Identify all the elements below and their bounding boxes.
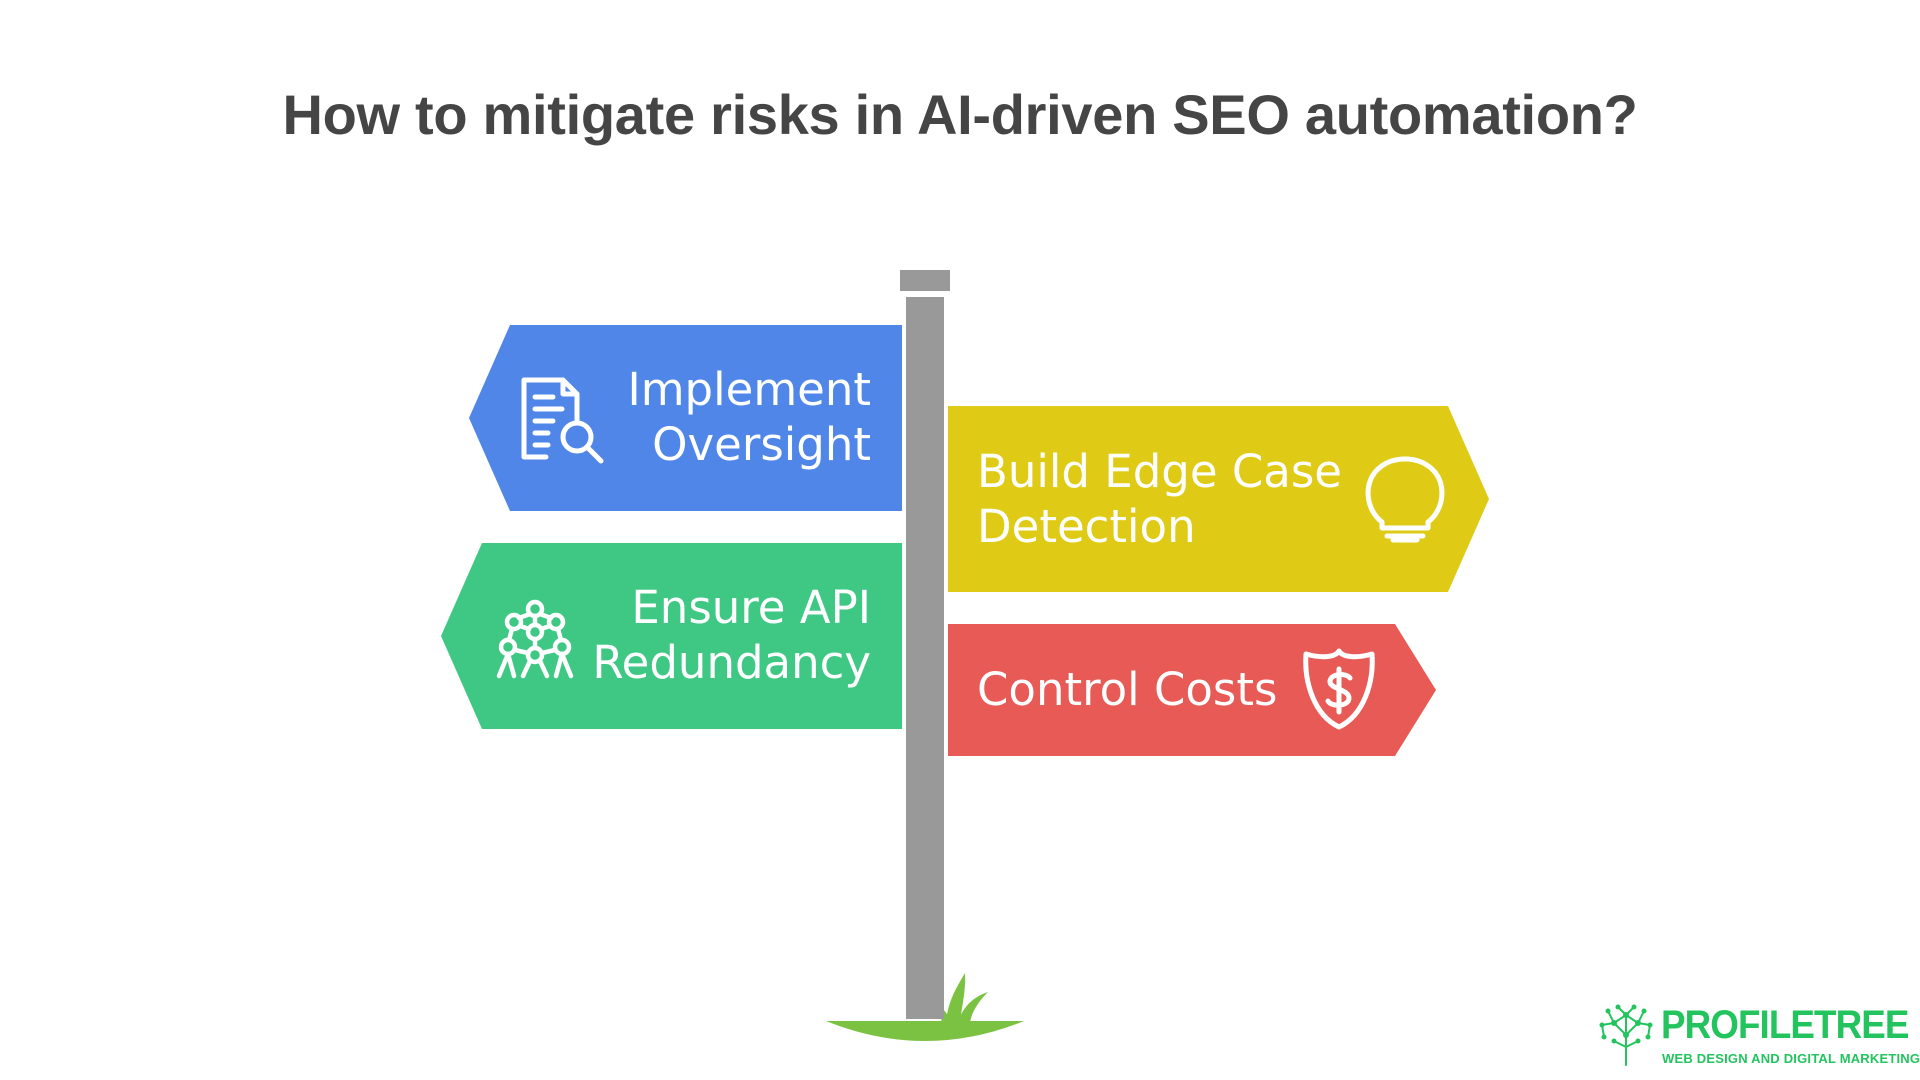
sign-line: Implement (627, 363, 871, 416)
sign-line: Control Costs (977, 663, 1278, 716)
atomium-icon (496, 599, 574, 679)
brand-logo: PROFILETREE WEB DESIGN AND DIGITAL MARKE… (1594, 1001, 1920, 1067)
tree-network-icon (1599, 1004, 1653, 1066)
sign-line: Redundancy (592, 636, 871, 689)
sign-label-control-costs: Control Costs (977, 662, 1277, 717)
sign-line: Build Edge Case (977, 445, 1342, 498)
grass-tuft (946, 973, 966, 1022)
sign-build-edge-case-detection (948, 406, 1489, 592)
brand-tagline: WEB DESIGN AND DIGITAL MARKETING (1662, 1051, 1920, 1066)
sign-label-ensure-api-redundancy: Ensure API Redundancy (592, 580, 871, 690)
sign-implement-oversight (469, 325, 902, 511)
brand-name: PROFILETREE (1661, 1003, 1909, 1047)
sign-line: Ensure API (631, 581, 871, 634)
page-title: How to mitigate risks in AI-driven SEO a… (282, 83, 1638, 146)
sign-line: Oversight (652, 418, 871, 471)
post-pole (906, 297, 944, 1019)
post-cap (900, 270, 950, 291)
document-search-icon (521, 377, 604, 464)
sign-ensure-api-redundancy (441, 543, 902, 729)
grass-mound (826, 1021, 1024, 1041)
grass-tuft (958, 992, 988, 1022)
sign-label-implement-oversight: Implement Oversight (627, 362, 871, 472)
sign-line: Detection (977, 500, 1196, 553)
sign-label-build-edge-case-detection: Build Edge Case Detection (977, 444, 1342, 554)
lightbulb-icon (1365, 456, 1445, 543)
shield-dollar-icon (1303, 648, 1375, 730)
